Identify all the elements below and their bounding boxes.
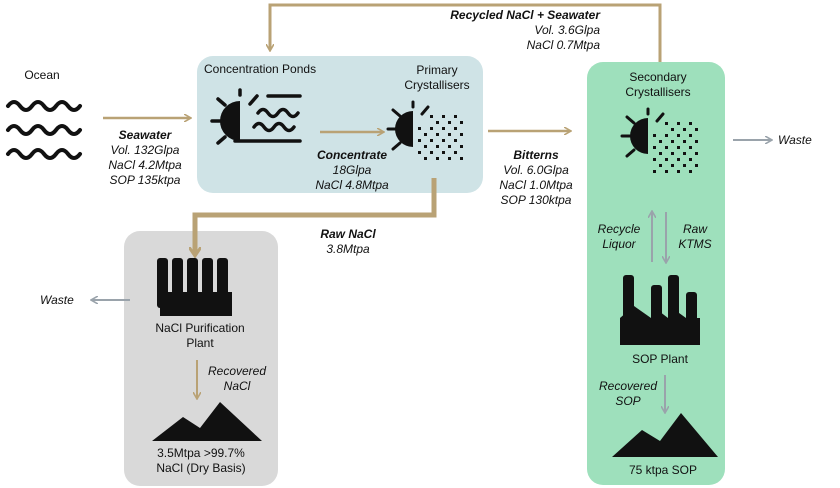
primary-crystalliser-icon — [386, 100, 463, 160]
sop-plant-label: SOP Plant — [632, 352, 688, 366]
sop-product-pile-icon — [612, 413, 718, 457]
recycled-flow-label: Recycled NaCl + Seawater Vol. 3.6Glpa Na… — [450, 8, 600, 52]
raw-nacl-flow-arrow — [195, 178, 437, 255]
waste-left-label: Waste — [40, 293, 74, 307]
bitterns-flow-label: Bitterns Vol. 6.0Glpa NaCl 1.0Mtpa SOP 1… — [499, 148, 573, 207]
concentrate-flow-label: Concentrate 18Glpa NaCl 4.8Mtpa — [315, 148, 389, 192]
concentration-ponds-box — [197, 56, 483, 193]
waste-right-label: Waste — [778, 133, 812, 147]
evaporation-pond-icon — [210, 88, 302, 145]
recycled-flow-arrow — [270, 3, 662, 62]
seawater-flow-label: Seawater Vol. 132Glpa NaCl 4.2Mtpa SOP 1… — [108, 128, 182, 187]
concentration-ponds-label: Concentration Ponds — [204, 62, 317, 76]
ocean-waves-icon — [6, 100, 82, 160]
sop-product-label: 75 ktpa SOP — [628, 463, 698, 477]
secondary-crystallisers-box — [587, 62, 725, 485]
sop-plant-icon — [620, 275, 700, 345]
nacl-product-pile-icon — [152, 402, 262, 441]
raw-nacl-flow-label: Raw NaCl 3.8Mtpa — [320, 227, 376, 256]
nacl-product-label: 3.5Mtpa >99.7%NaCl (Dry Basis) — [156, 446, 246, 475]
ocean-label: Ocean — [24, 68, 60, 82]
nacl-plant-icon — [157, 258, 232, 316]
secondary-crystalliser-icon — [620, 107, 698, 173]
